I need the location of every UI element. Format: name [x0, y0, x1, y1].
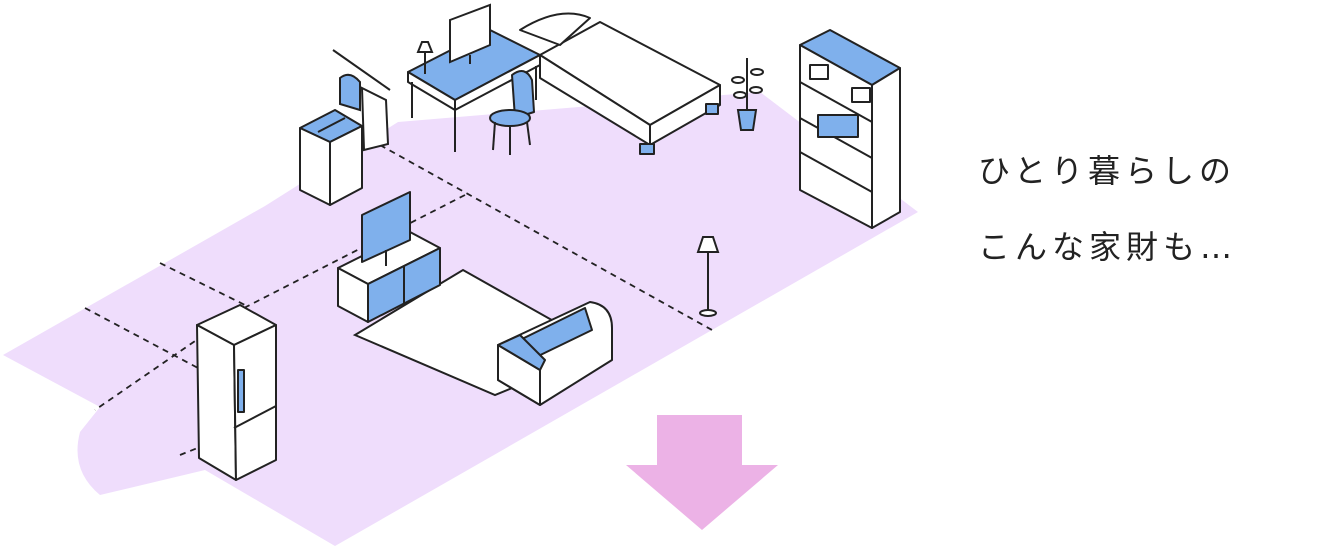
chair — [489, 70, 535, 155]
plant — [731, 58, 764, 131]
caption-line-2: こんな家財も… — [978, 228, 1238, 266]
refrigerator — [196, 304, 277, 481]
washing-machine — [299, 109, 363, 206]
tv — [361, 191, 411, 266]
floor-lamp — [696, 236, 720, 317]
caption-line-1: ひとり暮らしの — [978, 152, 1237, 190]
sofa — [497, 301, 613, 406]
down-arrow-icon — [626, 415, 778, 530]
clothes-rack — [332, 49, 391, 152]
desk-lamp — [416, 41, 434, 74]
monitor — [449, 3, 491, 64]
bookshelf — [799, 29, 901, 229]
tv-stand — [337, 231, 441, 323]
bed — [519, 12, 721, 155]
